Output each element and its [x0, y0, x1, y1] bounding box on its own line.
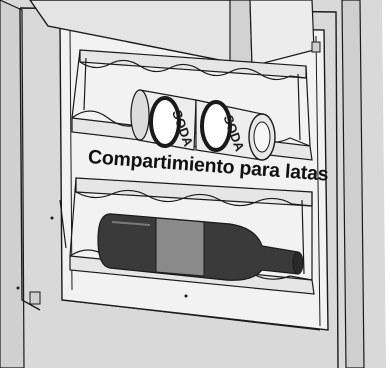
wine-bottle-neck-end	[292, 251, 304, 275]
upper-rack-side-left	[71, 49, 87, 119]
detail-dot	[50, 216, 54, 220]
wine-bottle-icon	[97, 213, 304, 281]
soda-can-right-logo	[200, 100, 232, 152]
cabinet-right-wall	[341, 0, 365, 368]
wine-bottle-label	[155, 217, 205, 277]
lower-rack-side-right	[301, 192, 313, 280]
upper-rack-side-right	[297, 65, 311, 147]
hinge-bottom	[29, 291, 41, 305]
top-compartment-front	[229, 0, 253, 67]
detail-dot-2	[184, 294, 188, 298]
cabinet-left-wall	[0, 0, 25, 368]
hinge-top	[311, 41, 321, 53]
lower-rack-wave-back	[75, 189, 313, 207]
soda-can-icon-2: SODA	[195, 99, 276, 161]
upper-rack-wave-back	[79, 59, 307, 81]
wine-bottle-highlight	[111, 221, 151, 226]
soda-can-left-logo	[149, 96, 181, 148]
soda-can-left-end	[130, 89, 150, 141]
detail-dot-3	[16, 286, 20, 290]
soda-can-icon: SODA	[130, 89, 197, 151]
interior-liner	[61, 29, 321, 331]
lower-rack-side-left	[59, 177, 77, 257]
soda-can-right-lid	[253, 121, 271, 153]
